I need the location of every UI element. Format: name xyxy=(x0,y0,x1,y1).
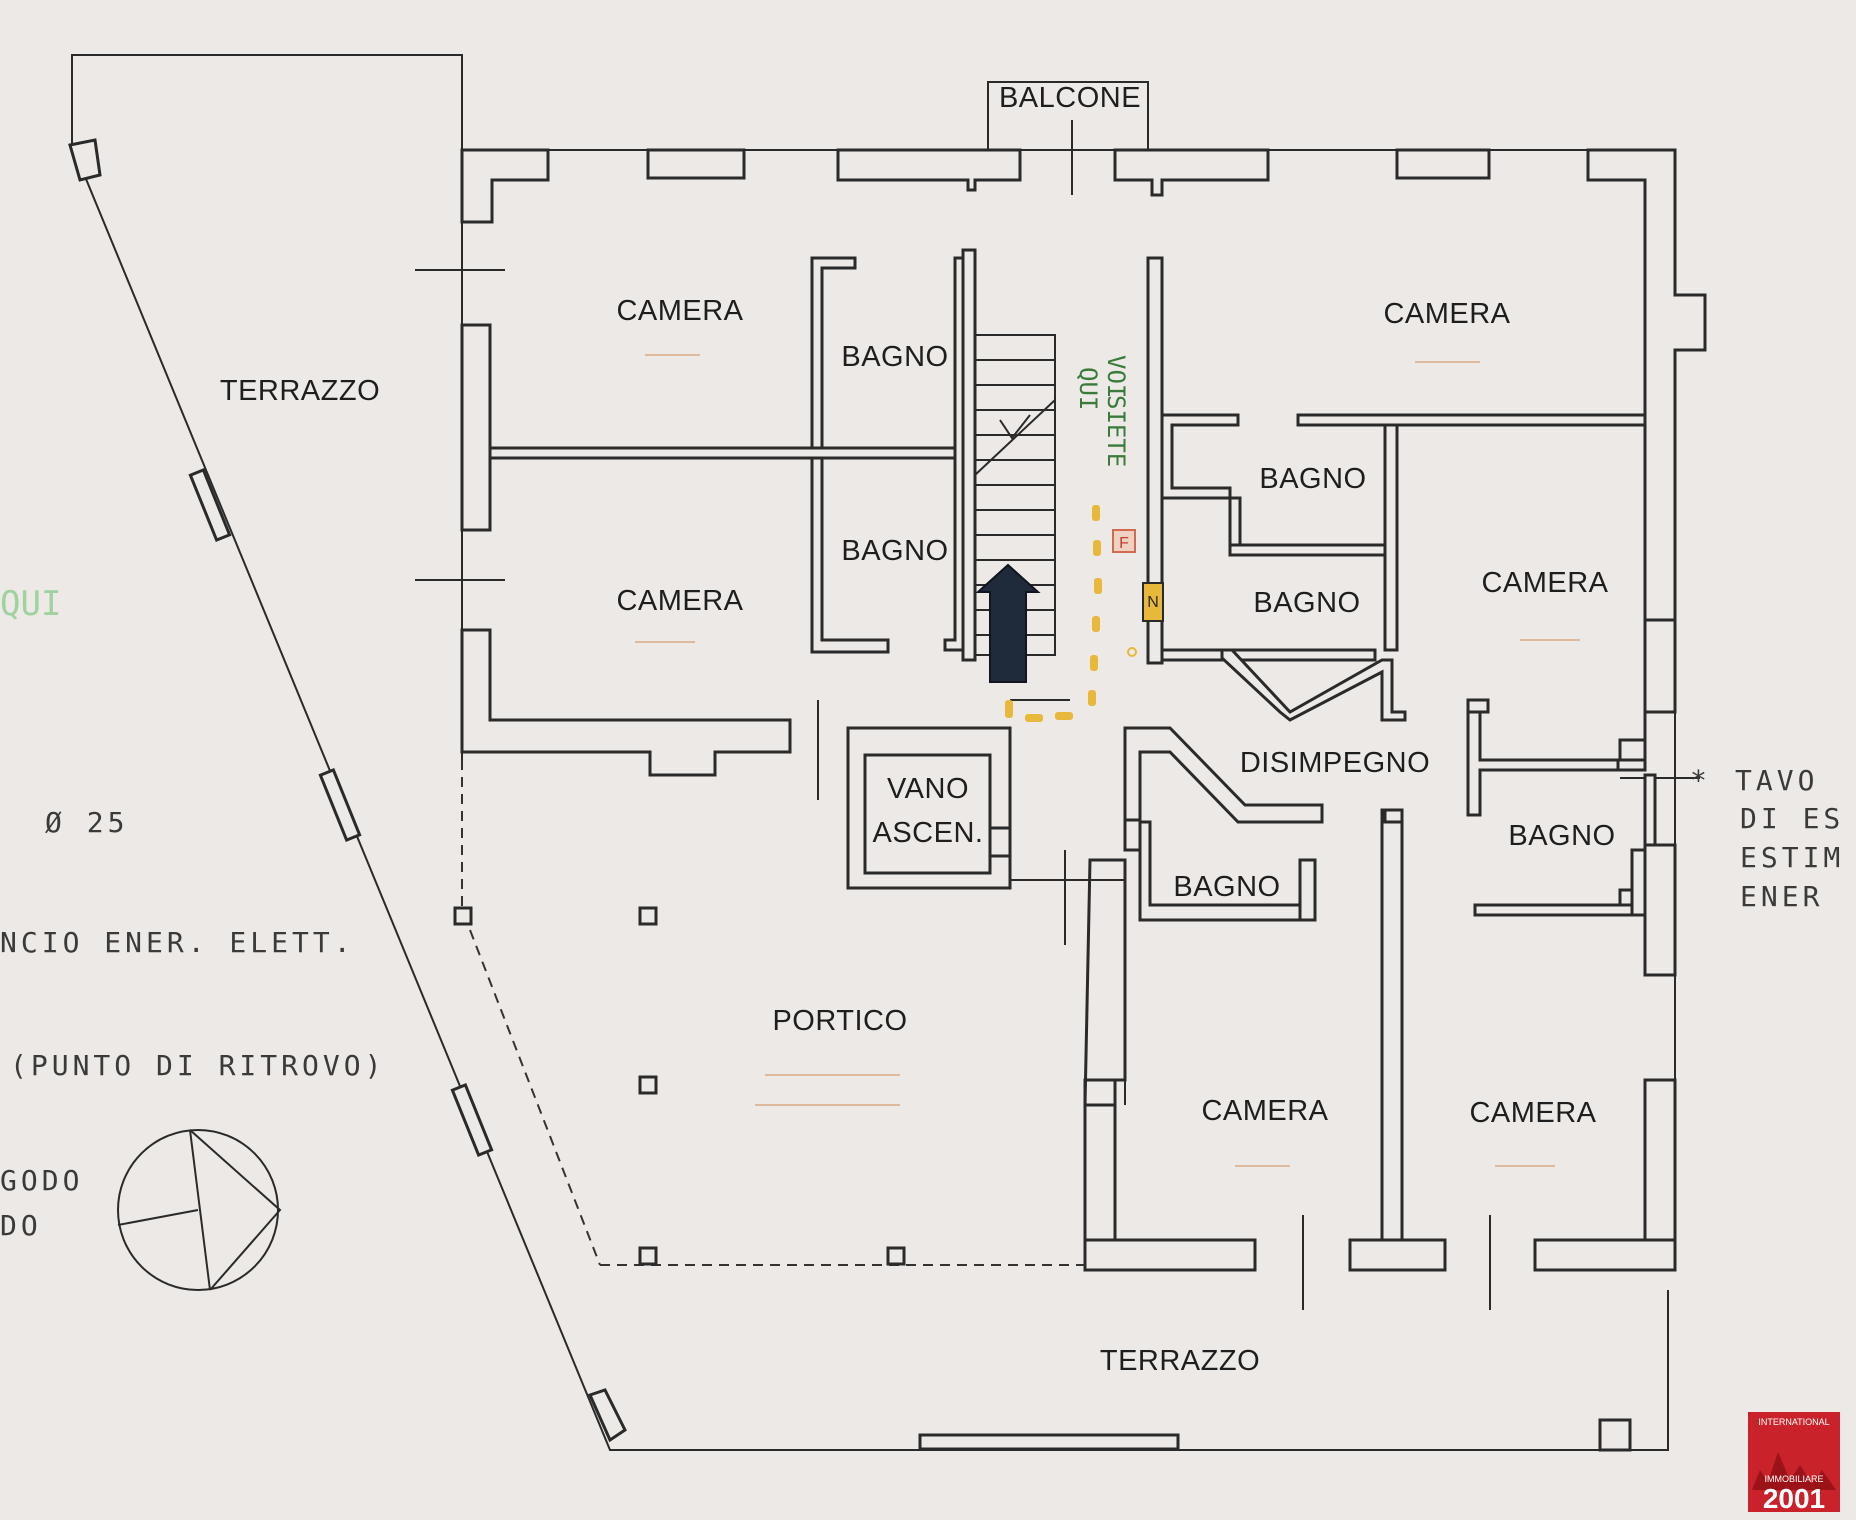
label-terrazzo-bottom: TERRAZZO xyxy=(1100,1345,1260,1377)
label-bagno-5: BAGNO xyxy=(1173,871,1280,903)
note-voi: VOI xyxy=(1102,355,1130,398)
label-bagno-3: BAGNO xyxy=(1259,463,1366,495)
label-camera-e: CAMERA xyxy=(1481,567,1608,599)
label-camera-s1: CAMERA xyxy=(1201,1095,1328,1127)
note-right-1: TAVO xyxy=(1735,764,1818,797)
note-do: DO xyxy=(0,1209,42,1242)
note-energia: NCIO ENER. ELETT. xyxy=(0,926,355,959)
label-camera-ne: CAMERA xyxy=(1383,298,1510,330)
interior-walls xyxy=(488,248,1657,1242)
note-godo: GODO xyxy=(0,1164,83,1197)
note-right-2: DI ES xyxy=(1740,802,1844,835)
note-right-3: ESTIM xyxy=(1740,841,1844,874)
svg-text:F: F xyxy=(1119,535,1129,552)
svg-text:N: N xyxy=(1147,594,1159,611)
label-camera-w: CAMERA xyxy=(616,585,743,617)
fire-extinguisher-icon: F xyxy=(1112,529,1136,553)
building-walls xyxy=(415,148,1707,1310)
route-dots xyxy=(1005,505,1137,722)
compass-icon xyxy=(117,1129,282,1291)
handwritten-notes: VOI SIETE QUI QUI Ø 25 NCIO ENER. ELETT.… xyxy=(0,355,1844,1242)
svg-text:2001: 2001 xyxy=(1763,1483,1825,1514)
elevator-shaft xyxy=(846,726,1012,890)
faint-annotations xyxy=(635,354,1580,1167)
electric-panel-icon: N xyxy=(1142,582,1164,622)
label-camera-nw: CAMERA xyxy=(616,295,743,327)
note-punto: (PUNTO DI RITROVO) xyxy=(10,1049,385,1082)
room-labels: BALCONE TERRAZZO TERRAZZO CAMERA CAMERA … xyxy=(220,82,1615,1377)
balcony xyxy=(987,81,1149,195)
note-siete: SIETE xyxy=(1102,395,1130,467)
terrace-outline xyxy=(68,54,1669,1452)
label-vano: VANO xyxy=(887,773,969,805)
label-terrazzo-left: TERRAZZO xyxy=(220,375,380,407)
staircase xyxy=(974,334,1056,656)
note-diameter: Ø 25 xyxy=(45,806,128,839)
you-are-here-arrow-icon xyxy=(975,563,1041,683)
label-ascen: ASCEN. xyxy=(873,817,984,849)
label-bagno-6: BAGNO xyxy=(1508,820,1615,852)
note-asterisk: * xyxy=(1690,764,1711,797)
label-bagno-1: BAGNO xyxy=(841,341,948,373)
label-balcone: BALCONE xyxy=(999,82,1141,114)
note-left-qui: QUI xyxy=(0,584,61,624)
label-bagno-2: BAGNO xyxy=(841,535,948,567)
svg-text:INTERNATIONAL: INTERNATIONAL xyxy=(1758,1417,1829,1427)
agency-logo: INTERNATIONAL IMMOBILIARE 2001 xyxy=(1748,1412,1840,1514)
label-bagno-4: BAGNO xyxy=(1253,587,1360,619)
svg-text:IMMOBILIARE: IMMOBILIARE xyxy=(1764,1474,1823,1484)
label-portico: PORTICO xyxy=(772,1005,907,1037)
note-right-4: ENER xyxy=(1740,880,1823,913)
label-camera-s2: CAMERA xyxy=(1469,1097,1596,1129)
note-qui: QUI xyxy=(1074,367,1102,410)
label-disimpegno: DISIMPEGNO xyxy=(1240,747,1430,779)
